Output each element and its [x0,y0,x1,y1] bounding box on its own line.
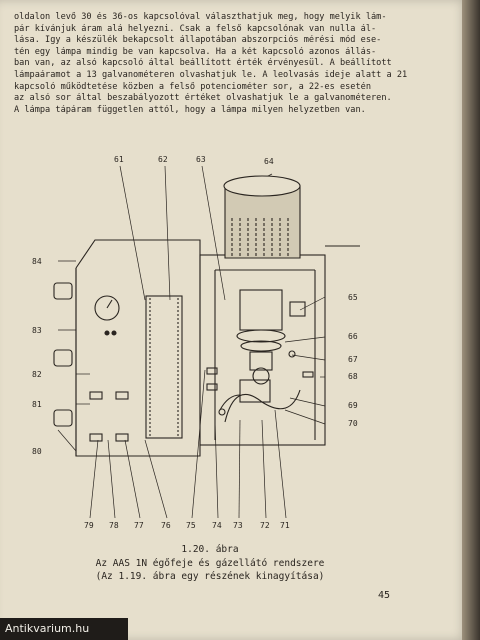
label-62: 62 [158,155,168,164]
label-80: 80 [32,447,42,456]
label-70: 70 [348,419,358,428]
label-63: 63 [196,155,206,164]
figure-caption-line-1: Az AAS 1N égőfeje és gázellátó rendszere [95,558,325,569]
text-line: pár kívánjuk áram alá helyezni. Csak a f… [14,23,377,34]
text-line: lása. Igy a készülék bekapcsolt állapotá… [14,35,382,46]
label-65: 65 [348,293,358,302]
apparatus-diagram: 61 62 63 64 65 66 67 68 69 70 84 83 82 8… [32,155,360,530]
text-line: tén egy lámpa mindig be van kapcsolva. H… [14,46,377,57]
text-line: az alsó sor által beszabályozott értéket… [14,93,392,104]
burner-head [223,175,301,259]
watermark-label: Antikvarium.hu [0,618,128,640]
text-line: oldalon levő 30 és 36-os kapcsolóval vál… [14,12,387,22]
label-75: 75 [186,521,196,530]
window-65 [289,301,306,317]
figure-caption-line-2: (Az 1.19. ábra egy részének kinagyítása) [95,571,325,582]
gas-supply-mechanism [206,289,314,423]
text-line: lámpaáramot a 13 galvanométeren olvashat… [14,69,408,80]
label-72: 72 [260,521,270,530]
label-73: 73 [233,521,243,530]
label-77: 77 [134,521,144,530]
burner-housing [199,245,360,446]
label-84: 84 [32,257,42,266]
knob-84 [53,282,73,300]
label-78: 78 [109,521,119,530]
label-66: 66 [348,332,358,341]
label-74: 74 [212,521,222,530]
label-67: 67 [348,355,358,364]
text-line: kapcsoló működtetése közben a felső pote… [14,81,371,92]
text-line: A lámpa tápáram független attól, hogy a … [14,104,366,115]
label-79: 79 [84,521,94,530]
knob-83 [53,349,73,367]
label-81: 81 [32,400,42,409]
label-64: 64 [264,157,274,166]
label-83: 83 [32,326,42,335]
label-76: 76 [161,521,171,530]
label-69: 69 [348,401,358,410]
gauge-dial [94,295,120,321]
text-line: ban van, az alsó kapcsoló által beállíto… [14,58,392,69]
body-paragraph: oldalon levő 30 és 36-os kapcsolóval vál… [14,12,454,116]
left-cabinet [53,239,201,457]
label-61: 61 [114,155,124,164]
label-82: 82 [32,370,42,379]
book-page [0,0,468,640]
page-number: 45 [378,590,391,601]
figure-number: 1.20. ábra [181,544,239,555]
knob-81 [53,409,73,427]
label-71: 71 [280,521,290,530]
panel-strip [145,295,183,439]
book-spine-edge [462,0,480,640]
label-68: 68 [348,372,358,381]
